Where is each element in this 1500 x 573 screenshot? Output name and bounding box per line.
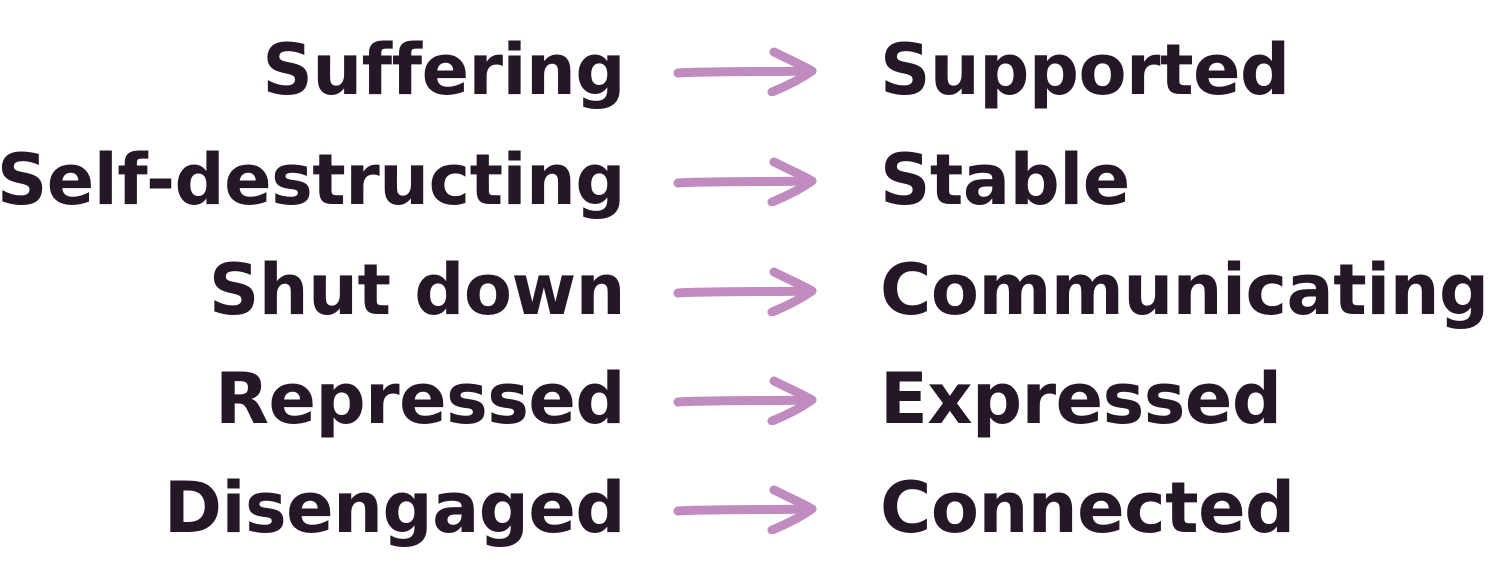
transition-row: Suffering Supported <box>0 16 1500 124</box>
transition-row: Shut down Communicating <box>0 236 1500 344</box>
to-state-label: Expressed <box>880 358 1282 440</box>
arrow-right-icon <box>673 376 817 425</box>
to-state-label: Stable <box>880 139 1130 221</box>
arrow-right-icon <box>673 485 817 534</box>
transition-diagram: Suffering Supported Self-destructing Sta… <box>0 16 1500 556</box>
arrow-right-icon <box>673 47 817 96</box>
from-state-label: Disengaged <box>163 467 626 549</box>
arrow-right-icon <box>673 267 817 316</box>
from-state-label: Suffering <box>262 29 625 111</box>
transition-row: Repressed Expressed <box>0 345 1500 453</box>
to-state-label: Connected <box>880 467 1295 549</box>
transition-row: Self-destructing Stable <box>0 126 1500 234</box>
from-state-label: Self-destructing <box>0 139 626 221</box>
transition-row: Disengaged Connected <box>0 454 1500 562</box>
from-state-label: Repressed <box>215 358 625 440</box>
from-state-label: Shut down <box>208 249 626 331</box>
arrow-right-icon <box>673 157 817 206</box>
to-state-label: Communicating <box>880 249 1489 331</box>
to-state-label: Supported <box>880 29 1290 111</box>
